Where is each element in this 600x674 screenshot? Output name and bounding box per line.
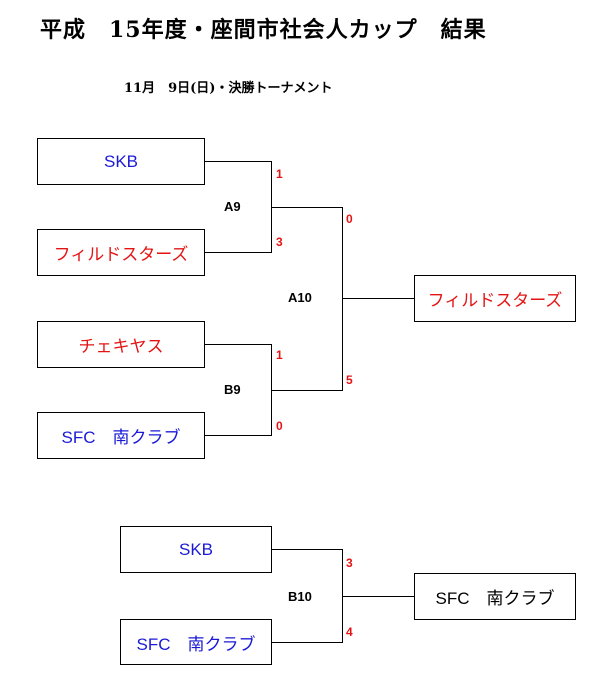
team-box-sfc-minami-b10: SFC 南クラブ	[120, 619, 272, 665]
bracket-line	[271, 207, 343, 208]
match-label-b9: B9	[224, 382, 241, 397]
bracket-line	[272, 549, 343, 550]
team-box-chekiyasu: チェキヤス	[37, 321, 205, 368]
score-b9-bottom: 0	[276, 419, 283, 433]
team-box-sfc-minami: SFC 南クラブ	[37, 412, 205, 459]
match-label-a10: A10	[288, 290, 312, 305]
bracket-line	[205, 252, 272, 253]
page-title: 平成 15年度・座間市社会人カップ 結果	[40, 17, 487, 43]
match-label-b10: B10	[288, 589, 312, 604]
match-label-a9: A9	[224, 199, 241, 214]
bracket-line	[205, 161, 272, 162]
score-b9-top: 1	[276, 348, 283, 362]
bracket-line	[342, 596, 414, 597]
bracket-line	[272, 642, 343, 643]
team-box-skb: SKB	[37, 138, 205, 185]
bracket-line	[205, 344, 272, 345]
team-box-skb-b10: SKB	[120, 526, 272, 573]
bracket-line	[271, 390, 343, 391]
winner-box-main: フィルドスターズ	[414, 275, 576, 322]
score-a9-top: 1	[276, 167, 283, 181]
score-b10-top: 3	[346, 556, 353, 570]
score-a10-bottom: 5	[346, 373, 353, 387]
score-a10-top: 0	[346, 212, 353, 226]
page-subtitle: 11月 9日(日)・決勝トーナメント	[124, 81, 333, 96]
score-a9-bottom: 3	[276, 235, 283, 249]
team-box-firudo-stars: フィルドスターズ	[37, 229, 205, 276]
bracket-line	[205, 435, 272, 436]
bracket-line	[342, 207, 343, 391]
score-b10-bottom: 4	[346, 625, 353, 639]
bracket-line	[342, 298, 414, 299]
winner-box-b10: SFC 南クラブ	[414, 573, 576, 620]
